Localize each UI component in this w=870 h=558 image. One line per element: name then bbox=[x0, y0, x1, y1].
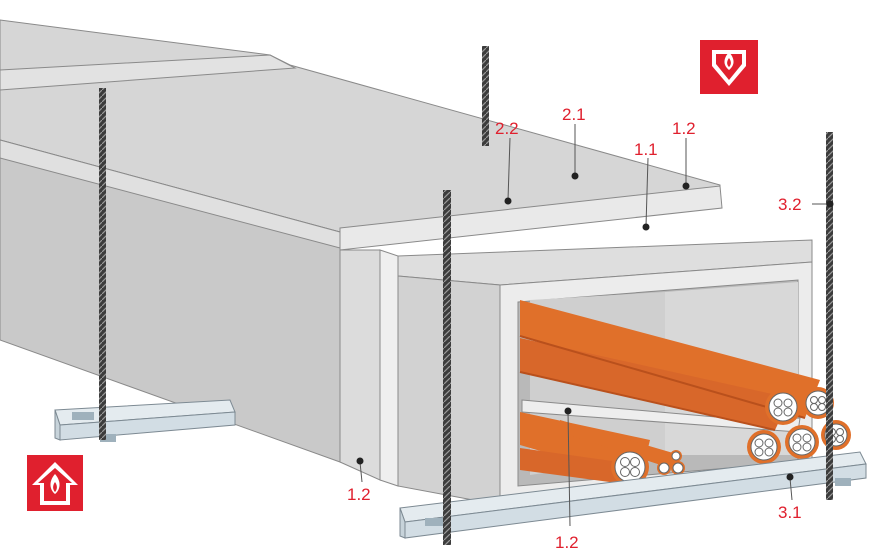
label-2-1: 2.1 bbox=[562, 105, 586, 124]
support-rail-left bbox=[54, 399, 236, 442]
label-1-2-bottom: 1.2 bbox=[555, 533, 579, 552]
fire-from-above-icon bbox=[700, 40, 758, 94]
rail-right-end bbox=[399, 507, 406, 539]
cable-lower-thin bbox=[560, 420, 680, 470]
fire-from-below-icon bbox=[27, 455, 83, 511]
collar-left-post-face bbox=[379, 249, 399, 487]
label-1-1: 1.1 bbox=[634, 140, 658, 159]
support-rail-right bbox=[399, 451, 867, 539]
threaded-rods bbox=[99, 46, 833, 545]
cable-ends bbox=[611, 387, 851, 486]
duct-joint-strip-top bbox=[0, 54, 297, 91]
collar-top bbox=[339, 185, 723, 251]
label-1-2-left: 1.2 bbox=[347, 485, 371, 504]
cable-lower-2 bbox=[520, 448, 640, 485]
label-2-2: 2.2 bbox=[495, 119, 519, 138]
cable-end bbox=[747, 430, 781, 464]
cable-end bbox=[765, 389, 801, 425]
threaded-rod bbox=[99, 88, 106, 440]
label-1-2-top: 1.2 bbox=[672, 119, 696, 138]
collar-left-post bbox=[339, 249, 381, 481]
threaded-rod bbox=[826, 132, 833, 500]
cable-end bbox=[821, 420, 851, 450]
cable-end bbox=[785, 425, 819, 459]
cable-end bbox=[611, 448, 649, 486]
label-3-2: 3.2 bbox=[778, 195, 802, 214]
label-3-1: 3.1 bbox=[778, 503, 802, 522]
cables-upper bbox=[519, 300, 820, 431]
threaded-rod bbox=[482, 46, 489, 146]
front-collar bbox=[339, 185, 723, 487]
leader-lines bbox=[356, 124, 834, 527]
threaded-rod bbox=[443, 190, 451, 545]
cable-end-small bbox=[657, 450, 685, 475]
cable-upper-2 bbox=[520, 338, 790, 430]
annotation-labels: 2.2 2.1 1.2 1.1 3.2 1.2 1.2 3.1 bbox=[347, 105, 802, 552]
duct-body bbox=[0, 19, 721, 463]
